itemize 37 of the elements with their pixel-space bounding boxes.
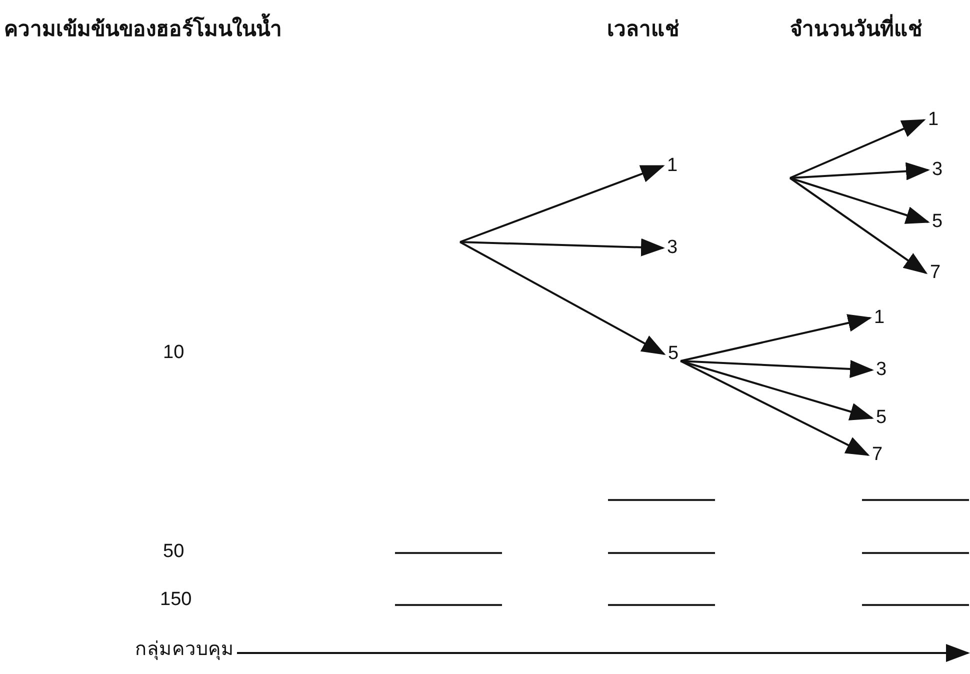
blank-line xyxy=(608,499,715,501)
blank-line xyxy=(395,604,502,606)
concentration-value: 10 xyxy=(163,342,184,364)
soak-days-value: 1 xyxy=(874,307,885,329)
blank-line xyxy=(395,552,502,554)
soak-days-value: 5 xyxy=(932,211,943,233)
control-group-label: กลุ่มควบคุม xyxy=(135,639,234,661)
arrow xyxy=(680,360,870,456)
arrow xyxy=(460,165,665,243)
arrow xyxy=(790,119,926,179)
soak-days-value: 7 xyxy=(930,262,941,284)
column-heading: ความเข้มข้นของฮอร์โมนในน้ำ xyxy=(4,12,282,45)
soak-days-value: 5 xyxy=(876,407,887,429)
blank-line xyxy=(862,552,969,554)
arrow xyxy=(460,241,666,355)
blank-line xyxy=(608,552,715,554)
soak-days-value: 3 xyxy=(876,359,887,381)
soak-days-value: 3 xyxy=(932,159,943,181)
arrow xyxy=(790,177,930,224)
soak-time-value: 5 xyxy=(668,343,679,365)
arrow xyxy=(789,177,928,274)
concentration-value: 150 xyxy=(160,589,192,611)
blank-line xyxy=(862,604,969,606)
arrow xyxy=(790,162,930,180)
arrow xyxy=(680,314,872,362)
blank-line xyxy=(862,499,969,501)
arrow xyxy=(680,360,874,420)
soak-time-value: 1 xyxy=(667,155,678,177)
soak-days-value: 1 xyxy=(928,109,939,131)
column-heading: จำนวนวันที่แช่ xyxy=(790,12,922,45)
arrow xyxy=(237,644,970,662)
column-heading: เวลาแช่ xyxy=(607,16,679,43)
soak-time-value: 3 xyxy=(667,237,678,259)
soak-days-value: 7 xyxy=(872,444,883,466)
concentration-value: 50 xyxy=(163,541,184,563)
arrow xyxy=(460,238,665,256)
blank-line xyxy=(608,604,715,606)
